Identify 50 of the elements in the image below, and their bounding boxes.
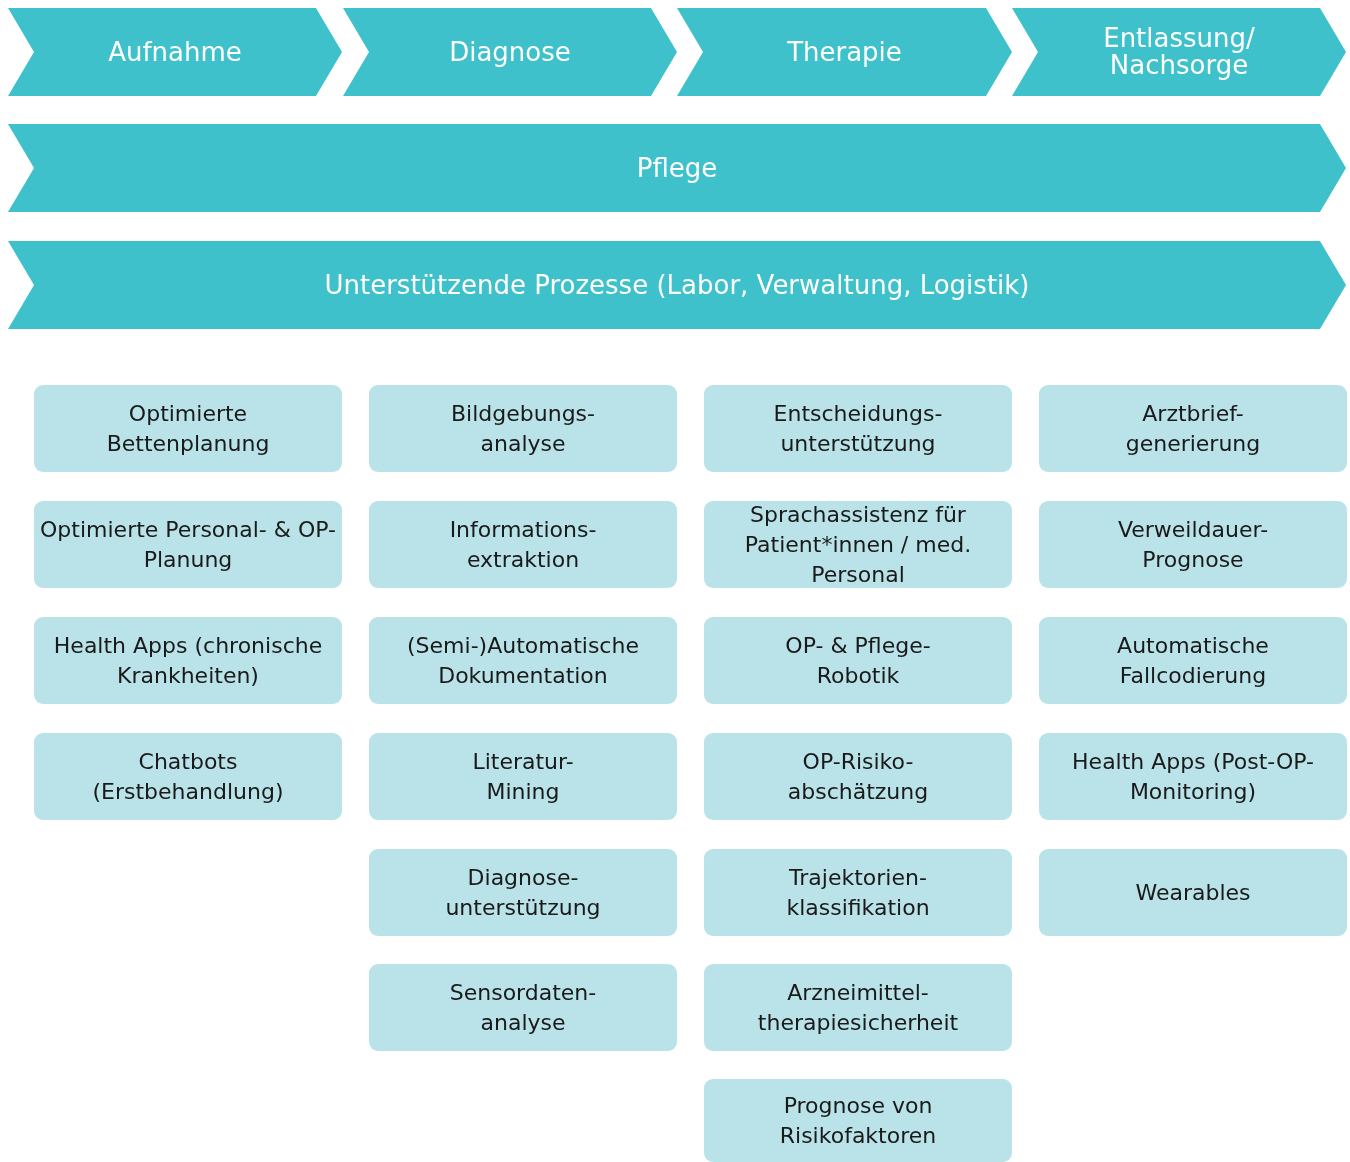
application-box [704, 385, 1012, 472]
application-box [704, 964, 1012, 1051]
box-label: Health Apps (chronische Krankheiten) [52, 631, 324, 690]
box-label: Optimierte Personal- & OP-Planung [39, 515, 337, 574]
box-label: Bildgebungs- analyse [450, 399, 596, 458]
application-box [1039, 501, 1347, 588]
box-label: Prognose von Risikofaktoren [778, 1091, 938, 1150]
application-box [704, 733, 1012, 820]
application-box [704, 849, 1012, 936]
application-box [369, 385, 677, 472]
application-box [1039, 617, 1347, 704]
application-box [704, 617, 1012, 704]
application-box [34, 501, 342, 588]
chevron-label: Therapie [787, 38, 902, 66]
box-label: OP-Risiko- abschätzung [786, 747, 930, 806]
box-label: Literatur- Mining [471, 747, 575, 806]
application-box [34, 617, 342, 704]
application-box [1039, 733, 1347, 820]
application-box [34, 733, 342, 820]
chevron-label: Aufnahme [108, 38, 242, 66]
box-label: Arztbrief- generierung [1124, 399, 1262, 458]
application-box [369, 849, 677, 936]
chevron-label: Entlassung/ Nachsorge [1102, 25, 1256, 79]
box-label: OP- & Pflege- Robotik [784, 631, 932, 690]
box-label: Arzneimittel- therapiesicherheit [756, 978, 960, 1037]
application-box [704, 1079, 1012, 1162]
box-label: Chatbots (Erstbehandlung) [91, 747, 285, 806]
application-box [704, 501, 1012, 588]
box-label: Entscheidungs- unterstützung [772, 399, 944, 458]
chevron-label: Unterstützende Prozesse (Labor, Verwaltung, Logistik) [324, 271, 1030, 299]
box-label: Verweildauer- Prognose [1116, 515, 1270, 574]
box-label: Sprachassistenz für Patient*innen / med. Personal [743, 500, 973, 589]
chevron-label: Pflege [636, 154, 718, 182]
application-box [369, 733, 677, 820]
box-label: Automatische Fallcodierung [1116, 631, 1270, 690]
application-box [369, 964, 677, 1051]
box-label: Diagnose- unterstützung [444, 863, 602, 922]
box-label: Informations- extraktion [448, 515, 598, 574]
application-box [1039, 385, 1347, 472]
chevron-label: Diagnose [449, 38, 571, 66]
box-label: Optimierte Bettenplanung [105, 399, 271, 458]
box-label: Sensordaten- analyse [448, 978, 598, 1037]
box-label: (Semi-)Automatische Dokumentation [406, 631, 640, 690]
application-box [369, 501, 677, 588]
application-box [1039, 849, 1347, 936]
box-label: Wearables [1135, 878, 1251, 907]
box-label: Health Apps (Post-OP-Monitoring) [1071, 747, 1315, 806]
box-label: Trajektorien- klassifikation [785, 863, 931, 922]
application-box [369, 617, 677, 704]
application-box [34, 385, 342, 472]
